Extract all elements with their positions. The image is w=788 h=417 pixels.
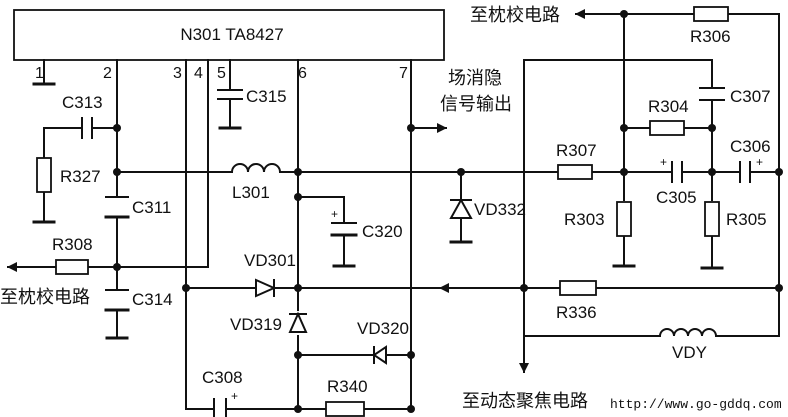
wires-pin6 bbox=[297, 59, 462, 410]
diode-vd319 bbox=[288, 311, 308, 333]
diode-vd320 bbox=[372, 345, 387, 365]
resistor-r306 bbox=[693, 6, 729, 22]
label-r306: R306 bbox=[690, 27, 731, 46]
label-c311: C311 bbox=[132, 198, 171, 217]
pin1-ground bbox=[32, 59, 56, 86]
capacitor-c315 bbox=[217, 59, 243, 130]
inductor-l301 bbox=[230, 163, 299, 174]
capacitor-c308: + bbox=[213, 389, 238, 417]
capacitor-c305: + bbox=[660, 155, 683, 183]
label-blanking-2: 信号输出 bbox=[440, 94, 512, 115]
resistor-r307 bbox=[557, 164, 593, 180]
svg-text:+: + bbox=[231, 389, 238, 403]
label-pincushion-left: 至枕校电路 bbox=[0, 287, 90, 308]
capacitor-c320: + bbox=[330, 207, 358, 268]
resistor-r304 bbox=[649, 120, 685, 136]
label-vd332: VD332 bbox=[474, 200, 526, 219]
label-r305: R305 bbox=[726, 210, 767, 229]
capacitor-c314 bbox=[104, 289, 130, 340]
pin-4: 4 bbox=[194, 65, 203, 82]
label-c308: C308 bbox=[202, 368, 243, 387]
resistor-r303 bbox=[612, 201, 636, 268]
label-pincushion-top: 至枕校电路 bbox=[470, 5, 560, 26]
label-r308: R308 bbox=[52, 235, 93, 254]
pin-7: 7 bbox=[399, 65, 408, 82]
label-c315: C315 bbox=[246, 87, 287, 106]
label-blanking-1: 场消隐 bbox=[448, 68, 502, 89]
label-r327: R327 bbox=[60, 167, 101, 186]
label-r307: R307 bbox=[556, 141, 597, 160]
label-l301: L301 bbox=[232, 183, 270, 202]
label-c307: C307 bbox=[730, 87, 771, 106]
label-r304: R304 bbox=[648, 97, 689, 116]
coil-vdy bbox=[658, 328, 718, 338]
label-c314: C314 bbox=[132, 290, 173, 309]
wires-pin3 bbox=[185, 59, 299, 410]
label-r340: R340 bbox=[327, 377, 368, 396]
label-vd320: VD320 bbox=[357, 319, 409, 338]
label-dynamic-focus: 至动态聚焦电路 bbox=[462, 391, 588, 412]
capacitor-c311 bbox=[104, 196, 130, 219]
diode-vd332 bbox=[449, 171, 473, 244]
ic-n301: N301 TA8427 bbox=[13, 9, 445, 61]
ic-label: N301 TA8427 bbox=[180, 25, 283, 44]
label-vd301: VD301 bbox=[244, 251, 296, 270]
svg-text:+: + bbox=[331, 207, 338, 221]
resistor-r340 bbox=[325, 401, 365, 417]
pin-3: 3 bbox=[173, 65, 182, 82]
pin-5: 5 bbox=[217, 65, 226, 82]
svg-text:+: + bbox=[756, 155, 763, 169]
svg-text:+: + bbox=[660, 155, 667, 169]
capacitor-c307 bbox=[699, 87, 725, 101]
label-r303: R303 bbox=[564, 210, 605, 229]
pin-1: 1 bbox=[35, 65, 44, 82]
capacitor-c313 bbox=[81, 117, 93, 139]
wires-pin7 bbox=[410, 59, 447, 410]
pin-6: 6 bbox=[298, 65, 307, 82]
label-vd319: VD319 bbox=[230, 315, 282, 334]
wires-left bbox=[7, 59, 233, 337]
label-c305: C305 bbox=[656, 188, 697, 207]
label-vdy: VDY bbox=[672, 343, 707, 362]
capacitor-c306: + bbox=[739, 155, 763, 183]
label-c320: C320 bbox=[362, 222, 403, 241]
wires-right bbox=[460, 9, 780, 373]
label-c313: C313 bbox=[62, 93, 103, 112]
resistor-r336 bbox=[559, 280, 597, 296]
watermark-url: http://www.go-gddq.com bbox=[610, 397, 782, 412]
pin-2: 2 bbox=[103, 65, 112, 82]
resistor-r308 bbox=[55, 259, 89, 275]
diode-vd301 bbox=[255, 278, 277, 298]
resistor-r305 bbox=[700, 201, 724, 270]
resistor-r327 bbox=[32, 157, 56, 224]
label-c306: C306 bbox=[730, 137, 771, 156]
label-r336: R336 bbox=[556, 303, 597, 322]
